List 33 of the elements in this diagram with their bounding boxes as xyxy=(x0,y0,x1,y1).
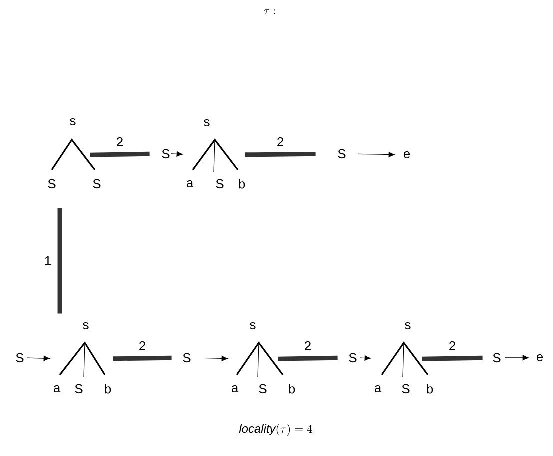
tree-drawing: s S S xyxy=(48,118,101,189)
bar xyxy=(90,152,150,158)
bar xyxy=(245,152,316,158)
edge-label: 2 xyxy=(138,340,148,352)
bar xyxy=(422,356,483,362)
tree-drawing: s a S b xyxy=(186,119,246,189)
bar xyxy=(278,356,338,362)
bar xyxy=(58,208,62,314)
edge-label: 1 xyxy=(43,256,53,266)
arrow xyxy=(204,356,228,362)
symbol-label: S xyxy=(183,353,191,363)
arrow xyxy=(358,152,396,158)
caption: $\mathit{locality}(\tau) = 4$ xyxy=(239,424,312,436)
tree-drawing: s a S b xyxy=(54,322,112,394)
symbol-label: S xyxy=(493,353,501,363)
edge-label: 2 xyxy=(303,340,313,352)
symbol-label: S xyxy=(349,353,357,363)
arrow xyxy=(170,152,184,157)
arrow xyxy=(360,356,372,361)
title: $\tau :$ xyxy=(264,10,276,14)
edge-label: 2 xyxy=(448,340,458,352)
tree-drawing: s a S b xyxy=(232,322,296,394)
arrow xyxy=(26,356,50,362)
bar xyxy=(113,356,172,362)
symbol-label: S xyxy=(162,149,170,159)
edge-label: 2 xyxy=(115,136,125,148)
edge-label: 2 xyxy=(276,136,286,148)
arrow xyxy=(504,355,530,361)
symbol-label: e xyxy=(404,151,410,159)
tree-drawing: s a S b xyxy=(374,322,434,394)
symbol-label: e xyxy=(536,354,544,362)
symbol-label: S xyxy=(16,353,24,363)
symbol-label: S xyxy=(338,149,346,159)
